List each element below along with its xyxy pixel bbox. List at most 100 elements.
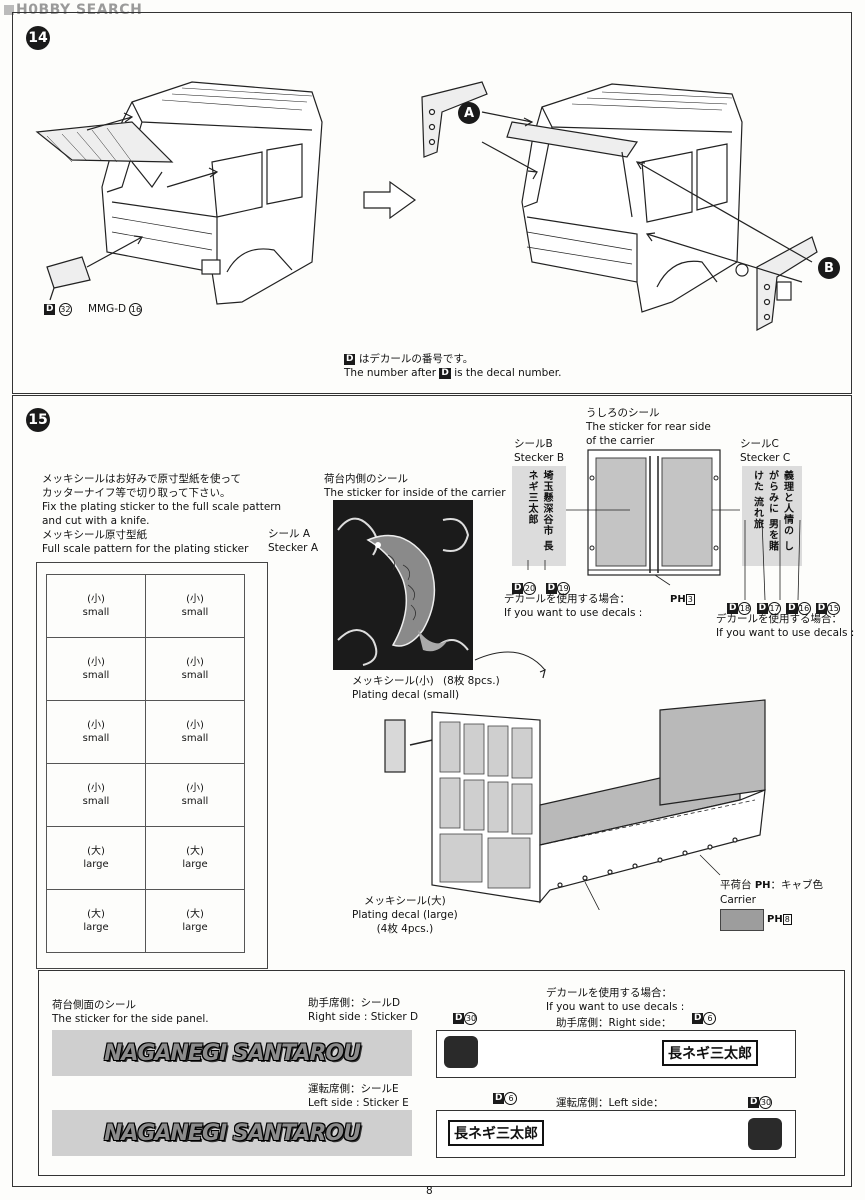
decal-d-icon: D	[692, 1013, 704, 1024]
cell-jp: (小)	[87, 783, 105, 794]
sticker-b-jp: シールB	[514, 438, 553, 450]
carrier-jp: 平荷台	[720, 879, 752, 891]
sticker-d-banner: NAGANEGI SANTAROU	[52, 1030, 412, 1076]
cell-jp: (小)	[186, 783, 204, 794]
naga-kanji-right: 長ネギ三太郎	[662, 1040, 758, 1066]
side-title-jp: 荷台側面のシール	[52, 999, 136, 1011]
step-14-number: 14	[26, 26, 50, 50]
ph-label: PH	[670, 594, 686, 605]
koi-emblem-icon	[748, 1118, 782, 1150]
decal-use-jp: デカールを使用する場合：	[546, 987, 672, 999]
part-number-16: 16	[129, 302, 143, 316]
decal-note-en-suffix: is the decal number.	[454, 367, 562, 379]
decal-d-icon: D	[439, 367, 451, 379]
plating-small-qty: (8枚 8pcs.)	[443, 675, 500, 687]
decal-use-en: If you want to use decals :	[504, 607, 643, 619]
carrier-color-swatch	[720, 909, 764, 931]
cell-en: small	[82, 670, 110, 681]
pattern-grid-small: (小)small(小)small (小)small(小)small (小)sma…	[46, 574, 245, 827]
decal-number: 19	[557, 582, 571, 595]
carrier-en: Carrier	[720, 894, 756, 906]
koi-sticker-image	[333, 500, 473, 670]
plating-large-label: メッキシール(大) Plating decal (large) (4枚 4pcs…	[352, 894, 458, 936]
step-14-panel	[12, 12, 852, 394]
ph-color-number: 3	[685, 593, 695, 605]
sticker-a-en: Stecker A	[268, 542, 319, 554]
inside-sticker-title: 荷台内側のシール The sticker for inside of the c…	[324, 472, 506, 500]
cell-en: small	[82, 796, 110, 807]
carrier-label: 平荷台 PH：キャブ色 Carrier	[720, 878, 823, 907]
pattern-cell-small: (小)small	[145, 637, 245, 701]
cell-jp: (大)	[186, 909, 204, 920]
pattern-cell-large: (大)large	[145, 826, 245, 890]
sticker-c-label: シールC Stecker C	[740, 437, 790, 465]
decal-use-en: If you want to use decals :	[716, 627, 855, 639]
part-number-32: 32	[58, 302, 72, 316]
decal-use-en: If you want to use decals :	[546, 1001, 685, 1013]
decal-note: D はデカールの番号です。 The number after D is the …	[344, 352, 561, 380]
plating-large-qty: (4枚 4pcs.)	[376, 923, 434, 935]
sticker-b-image: 埼玉懸深谷市 長ネギ三太郎	[512, 466, 566, 566]
page-number: 8	[426, 1185, 433, 1197]
cell-jp: (小)	[186, 594, 204, 605]
watermark-text: H0BBY SEARCH	[16, 2, 143, 18]
inside-title-jp: 荷台内側のシール	[324, 473, 408, 485]
decal-number: 30	[759, 1096, 773, 1109]
decal-number: 30	[464, 1012, 478, 1025]
pattern-title-jp: メッキシール原寸型紙	[42, 529, 147, 541]
rear-sticker-title: うしろのシール The sticker for rear side of the…	[586, 406, 711, 448]
mmg-d16-label: MMG-D 16	[88, 302, 143, 316]
decal-use-jp: デカールを使用する場合：	[504, 593, 630, 605]
plating-en-line-1: Fix the plating sticker to the full scal…	[42, 501, 282, 513]
inside-title-en: The sticker for inside of the carrier	[324, 487, 506, 499]
decal-use-side: デカールを使用する場合： If you want to use decals :	[546, 986, 684, 1014]
rear-title-en-2: of the carrier	[586, 435, 655, 447]
sticker-a-jp: シール A	[268, 528, 311, 540]
carrier-drawing	[384, 651, 766, 910]
plating-small-en: Plating decal (small)	[352, 689, 460, 701]
plating-large-en: Plating decal (large)	[352, 909, 458, 921]
watermark-logo-icon	[4, 5, 14, 15]
left-side-en: Left side : Sticker E	[308, 1097, 409, 1109]
decal-d-icon: D	[748, 1097, 760, 1108]
cell-jp: (小)	[186, 657, 204, 668]
pattern-title-en: Full scale pattern for the plating stick…	[42, 543, 249, 555]
ph-label: PH	[754, 880, 771, 891]
sticker-c-en: Stecker C	[740, 452, 791, 464]
decal-note-jp: はデカールの番号です。	[358, 353, 474, 365]
plating-jp-line-1: メッキシールはお好みで原寸型紙を使って	[42, 473, 241, 485]
right-side-jp: 助手席側：シールD	[308, 997, 401, 1009]
decal-use-jp: デカールを使用する場合：	[716, 613, 842, 625]
decal-use-b: デカールを使用する場合： If you want to use decals :	[504, 592, 642, 620]
pattern-cell-small: (小) small	[46, 763, 146, 827]
side-sticker-frame	[38, 970, 845, 1176]
right-cab-drawing	[421, 81, 818, 331]
pattern-cell-small: (小)small	[145, 700, 245, 764]
left-side-label: 運転席側：シールE Left side : Sticker E	[308, 1082, 409, 1110]
cell-en: large	[83, 859, 109, 870]
decal-number: 15	[827, 602, 841, 615]
sticker-c-image: 義理と人情の しがらみに 男を賭けた 流れ旅	[742, 466, 802, 566]
cell-en: small	[82, 607, 110, 618]
decal-d-icon: D	[545, 583, 558, 594]
banner-text: NAGANEGI SANTAROU	[104, 1120, 361, 1146]
plating-en-line-2: and cut with a knife.	[42, 515, 150, 527]
decal-d-icon: D	[786, 603, 798, 614]
decal-left-jp: 運転席側：Left side：	[556, 1097, 664, 1109]
sticker-b-label: シールB Stecker B	[514, 437, 564, 465]
callout-b: B	[818, 257, 840, 279]
cell-en: large	[182, 859, 208, 870]
naga-kanji-text: 長ネギ三太郎	[668, 1046, 752, 1062]
callout-a: A	[458, 102, 480, 124]
right-side-label: 助手席側：シールD Right side : Sticker D	[308, 996, 418, 1024]
decal-d-icon: D	[344, 353, 356, 365]
plating-large-jp: メッキシール(大)	[364, 895, 446, 907]
decal-right-side-label: 助手席側：Right side：	[556, 1016, 672, 1030]
cell-en: small	[82, 733, 110, 744]
ph-color-number: 8	[782, 913, 792, 925]
cell-jp: (小)	[186, 720, 204, 731]
